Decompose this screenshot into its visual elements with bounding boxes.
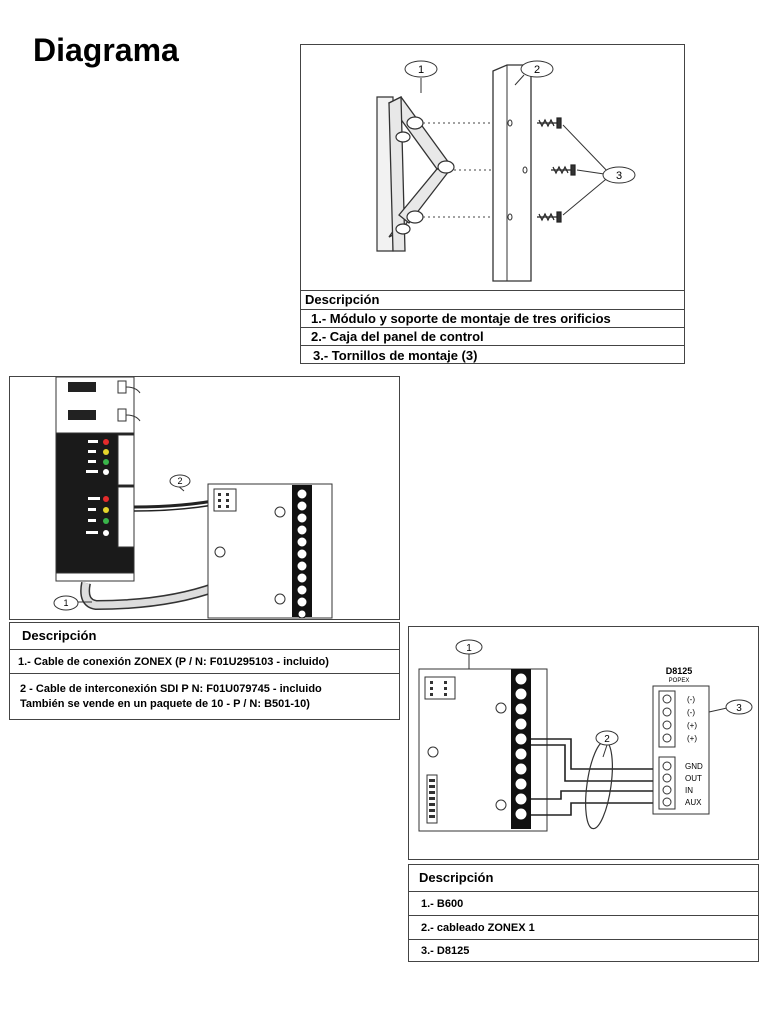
description-item-3: 3.- D8125 <box>409 939 758 962</box>
device-title: D8125 <box>666 666 693 676</box>
description-item-2: 2 - Cable de interconexión SDI P N: F01U… <box>10 673 399 720</box>
description-item-1: 1.- Cable de conexión ZONEX (P / N: F01U… <box>10 649 399 673</box>
terminal-label-top-2: (-) <box>687 708 695 717</box>
terminal-label-out: OUT <box>685 774 702 783</box>
zonex-wiring-illustration: 2 1 <box>53 377 333 619</box>
description-item-1: 1.- Módulo y soporte de montaje de tres … <box>301 309 684 327</box>
terminal-label-gnd: GND <box>685 762 703 771</box>
callout-1: 1 <box>63 598 68 608</box>
mounting-illustration: 1 2 3 <box>376 60 636 282</box>
callout-1: 1 <box>418 64 424 76</box>
description-item-2: 2.- cableado ZONEX 1 <box>409 915 758 939</box>
terminal-label-in: IN <box>685 786 693 795</box>
b600-d8125-wiring-diagram: D8125 POPEX (-) (-) (+) (+) GND OUT IN A… <box>408 626 759 860</box>
description-item-1: 1.- B600 <box>409 891 758 915</box>
page-title: Diagrama <box>33 32 179 68</box>
description-item-2: 2.- Caja del panel de control <box>301 327 684 345</box>
description-header: Descripción <box>419 870 494 885</box>
callout-2: 2 <box>177 476 182 486</box>
terminal-label-top-3: (+) <box>687 721 697 730</box>
figure2-description-table: Descripción 1.- Cable de conexión ZONEX … <box>9 622 400 720</box>
device-subtitle: POPEX <box>669 678 690 684</box>
terminal-label-aux: AUX <box>685 798 702 807</box>
description-item-3: 3.- Tornillos de montaje (3) <box>301 345 684 364</box>
terminal-label-top-4: (+) <box>687 734 697 743</box>
callout-3: 3 <box>736 703 742 714</box>
mounting-diagram: 1 2 3 <box>300 44 685 291</box>
callout-3: 3 <box>616 170 622 182</box>
zonex-connection-diagram: 2 1 <box>9 376 400 620</box>
description-item-2-line-1: 2 - Cable de interconexión SDI P N: F01U… <box>20 683 322 695</box>
description-item-2-line-2: También se vende en un paquete de 10 - P… <box>20 698 310 710</box>
description-header: Descripción <box>305 292 380 307</box>
description-header: Descripción <box>22 628 97 643</box>
terminal-label-top-1: (-) <box>687 695 695 704</box>
callout-2: 2 <box>534 64 540 76</box>
b600-d8125-illustration: D8125 POPEX (-) (-) (+) (+) GND OUT IN A… <box>418 639 753 832</box>
figure3-description-table: Descripción 1.- B600 2.- cableado ZONEX … <box>408 864 759 962</box>
callout-2: 2 <box>604 734 610 745</box>
callout-1: 1 <box>466 643 472 654</box>
figure1-description-table: Descripción 1.- Módulo y soporte de mont… <box>300 290 685 364</box>
